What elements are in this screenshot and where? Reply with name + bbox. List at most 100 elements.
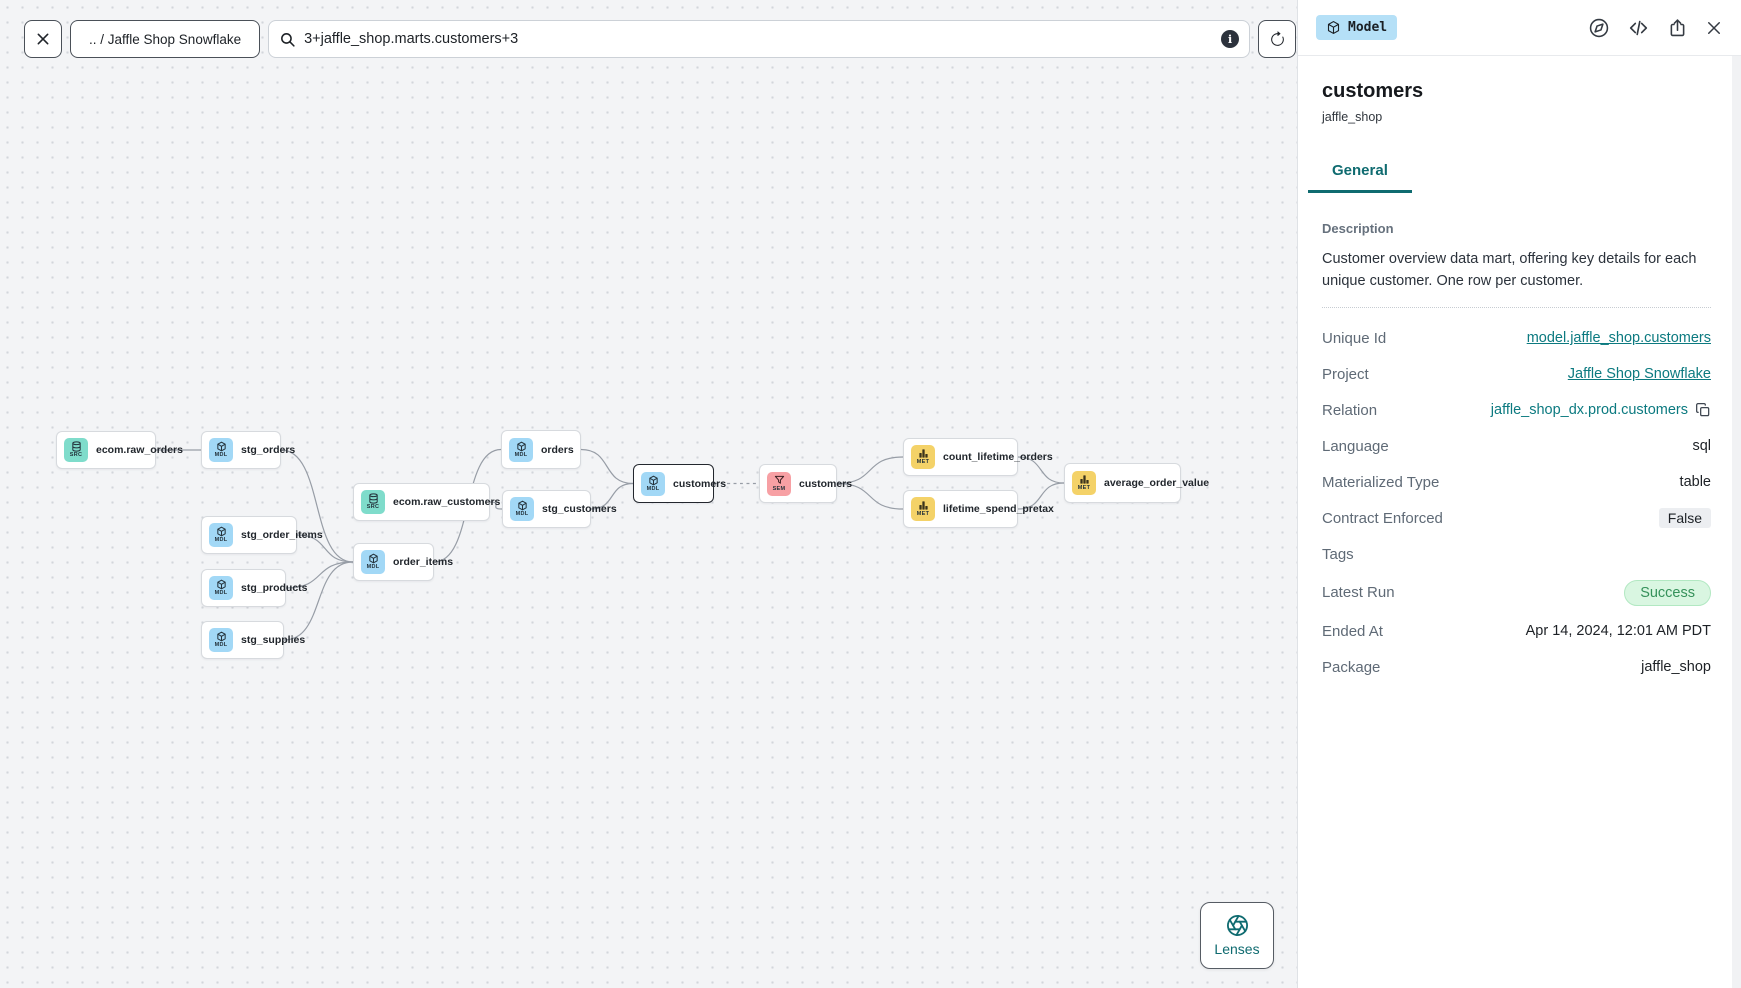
- model-icon: MDL: [509, 437, 533, 462]
- description-label: Description: [1322, 221, 1394, 236]
- node-label: ecom.raw_orders: [96, 444, 183, 456]
- search-input[interactable]: [304, 31, 1222, 47]
- edge-lifetime_spend_pretax-to-average_order_value: [1017, 482, 1065, 510]
- node-label: ecom.raw_customers: [393, 496, 501, 508]
- node-label: stg_orders: [241, 444, 296, 456]
- refresh-button[interactable]: [1258, 20, 1297, 58]
- field-value: jaffle_shop_dx.prod.customers: [1491, 402, 1711, 418]
- node-label: order_items: [393, 556, 454, 568]
- node-label: stg_supplies: [241, 634, 306, 646]
- info-icon[interactable]: i: [1221, 30, 1240, 48]
- field-value-link[interactable]: Jaffle Shop Snowflake: [1567, 366, 1711, 382]
- source-icon: SRC: [64, 438, 88, 462]
- field-label: Tags: [1322, 545, 1354, 563]
- explore-compass-button[interactable]: [1588, 17, 1610, 39]
- field-row-ended-at: Ended At Apr 14, 2024, 12:01 AM PDT: [1322, 621, 1711, 642]
- close-panel-button[interactable]: [1705, 19, 1723, 37]
- graph-node-average_order_value[interactable]: MET average_order_value: [1064, 463, 1209, 503]
- model-icon: MDL: [209, 576, 233, 600]
- graph-node-order_items[interactable]: MDL order_items: [353, 543, 453, 581]
- graph-node-orders[interactable]: MDL orders: [501, 430, 581, 469]
- lenses-button[interactable]: Lenses: [1200, 902, 1274, 969]
- field-row-tags: Tags: [1322, 544, 1711, 565]
- field-label: Ended At: [1322, 622, 1383, 640]
- panel-actions: [1588, 17, 1723, 39]
- copy-icon[interactable]: [1695, 402, 1711, 418]
- edge-stg_products-to-order_items: [285, 561, 354, 589]
- node-label: count_lifetime_orders: [943, 451, 1053, 463]
- graph-node-stg_orders[interactable]: MDL stg_orders: [201, 431, 295, 469]
- lineage-edges: [155, 448, 1065, 641]
- model-icon: MDL: [641, 471, 665, 496]
- field-row-package: Package jaffle_shop: [1322, 657, 1711, 678]
- run-status-badge: Success: [1624, 579, 1711, 606]
- metric-icon: MET: [1072, 471, 1096, 495]
- refresh-icon: [1270, 30, 1284, 46]
- share-button[interactable]: [1667, 17, 1688, 39]
- model-icon: MDL: [361, 550, 385, 574]
- lineage-toolbar: .. / Jaffle Shop Snowflake i: [0, 0, 1297, 58]
- field-label: Relation: [1322, 401, 1378, 419]
- field-value: table: [1679, 474, 1711, 490]
- model-icon: MDL: [510, 497, 534, 521]
- breadcrumb[interactable]: .. / Jaffle Shop Snowflake: [70, 20, 261, 58]
- edge-customers_sem-to-count_lifetime_orders: [836, 456, 904, 485]
- field-value: Apr 14, 2024, 12:01 AM PDT: [1525, 623, 1711, 639]
- description-text: Customer overview data mart, offering ke…: [1322, 251, 1697, 289]
- panel-tabs: General: [1298, 153, 1741, 193]
- node-label: orders: [541, 443, 574, 456]
- edge-ecom_raw_customers-to-stg_customers: [489, 501, 503, 510]
- graph-node-stg_products[interactable]: MDL stg_products: [201, 569, 308, 607]
- lenses-label: Lenses: [1214, 941, 1260, 957]
- field-value: jaffle_shop: [1641, 659, 1711, 675]
- details-panel: Model customers jaffle_shop: [1297, 0, 1741, 988]
- field-row-project: Project Jaffle Shop Snowflake: [1322, 364, 1711, 385]
- compass-icon: [1589, 18, 1609, 37]
- graph-node-ecom_raw_orders[interactable]: SRC ecom.raw_orders: [56, 431, 183, 469]
- edge-stg_orders-to-order_items: [280, 449, 354, 563]
- model-cube-icon: [1327, 21, 1340, 34]
- field-label: Contract Enforced: [1322, 509, 1443, 527]
- close-icon: [1708, 21, 1720, 34]
- edge-stg_customers-to-customers: [590, 482, 634, 510]
- metric-icon: MET: [911, 497, 935, 521]
- field-label: Project: [1322, 365, 1369, 383]
- node-label: average_order_value: [1104, 477, 1210, 489]
- field-row-latest-run: Latest Run Success: [1322, 579, 1711, 606]
- edge-customers_sem-to-lifetime_spend_pretax: [836, 482, 904, 510]
- tab-general[interactable]: General: [1308, 153, 1412, 193]
- model-icon: MDL: [209, 438, 233, 462]
- field-value-link[interactable]: model.jaffle_shop.customers: [1526, 330, 1711, 346]
- lenses-aperture-icon: [1226, 915, 1248, 936]
- panel-scrollbar[interactable]: [1732, 56, 1741, 988]
- close-lineage-button[interactable]: [24, 20, 62, 58]
- search-icon: [281, 32, 295, 47]
- graph-node-stg_customers[interactable]: MDL stg_customers: [502, 490, 617, 528]
- edge-count_lifetime_orders-to-average_order_value: [1017, 456, 1065, 484]
- field-label: Latest Run: [1322, 584, 1395, 601]
- node-label: stg_customers: [542, 503, 617, 515]
- field-label: Package: [1322, 658, 1381, 676]
- edge-orders-to-customers: [580, 448, 634, 485]
- view-code-button[interactable]: [1627, 17, 1650, 39]
- semantic-model-icon: SEM: [767, 471, 791, 496]
- dotted-divider: [1322, 306, 1711, 308]
- panel-subtitle: jaffle_shop: [1322, 110, 1383, 124]
- node-label: stg_products: [241, 582, 308, 594]
- code-icon: [1629, 20, 1648, 35]
